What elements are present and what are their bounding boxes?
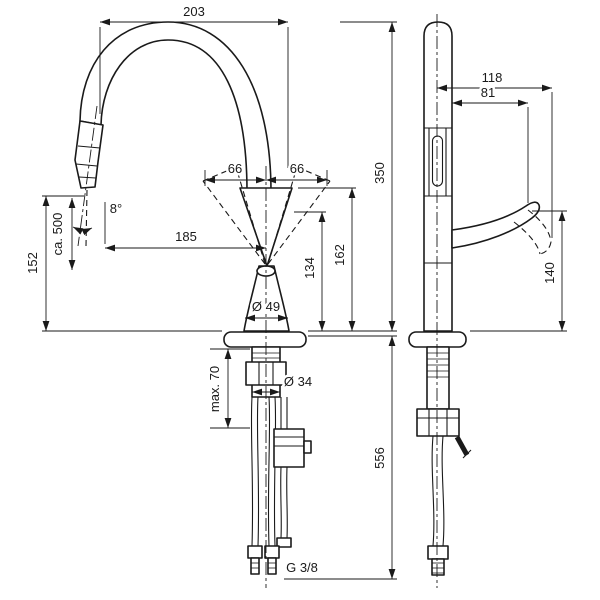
mounting-clamp (416, 408, 472, 459)
dim-hose-length: ca. 500 (48, 198, 76, 270)
spray-head (74, 120, 104, 189)
dim-reach-185-label: 185 (175, 229, 197, 244)
hose-connectors (247, 545, 280, 575)
dim-shank-diameter-label: Ø 34 (284, 374, 312, 389)
dim-spout-reach-label: 203 (183, 4, 205, 19)
spout-tube (79, 21, 272, 193)
dim-swing-right-label: 66 (290, 161, 304, 176)
handle-lever-swing (513, 209, 552, 255)
dim-max-thickness: max. 70 (205, 348, 250, 429)
dimensions-front: 118 81 140 (437, 68, 567, 332)
side-view (74, 21, 331, 588)
handle-lever (451, 201, 541, 249)
dim-body-diameter-label: Ø 49 (252, 299, 280, 314)
dim-swing-left-label: 66 (228, 161, 242, 176)
clamp-screw (454, 435, 470, 457)
dim-reach-185: 185 (104, 202, 266, 252)
front-spray-head (424, 127, 452, 197)
thread-spec-label: G 3/8 (286, 560, 318, 575)
dim-total-height-label: 350 (372, 162, 387, 184)
dim-handle-height: 140 (470, 210, 567, 332)
dim-handle-height-label: 140 (542, 262, 557, 284)
dim-spray-angle: 8° (72, 199, 125, 236)
dim-handle-reach-label: 118 (482, 70, 503, 85)
dim-outlet-height: 152 (23, 195, 222, 332)
dim-handle-proj-label: 81 (481, 85, 495, 100)
spray-vertical-ref (85, 189, 88, 247)
front-hose (427, 435, 449, 576)
dim-height-134: 134 (294, 211, 326, 331)
dim-swing: 66 66 (204, 159, 328, 186)
dim-outlet-height-label: 152 (25, 252, 40, 274)
dim-handle-reach: 118 (437, 68, 553, 238)
dim-max-thickness-label: max. 70 (207, 366, 222, 412)
deck-plate-side (223, 331, 307, 348)
dim-hose-drop: 556 (284, 335, 397, 580)
dim-height-162-label: 162 (332, 244, 347, 266)
dim-spray-angle-label: 8° (110, 201, 122, 216)
dim-body-diameter: Ø 49 (245, 297, 288, 322)
dimensions-side: 203 66 66 185 ca. 500 152 (23, 2, 397, 580)
dim-hose-length-label: ca. 500 (50, 213, 65, 256)
hose-weight (273, 428, 312, 468)
shank-front (426, 346, 450, 410)
dim-spout-reach: 203 (99, 2, 289, 168)
front-body (423, 21, 453, 332)
dim-handle-proj: 81 (452, 83, 529, 203)
dim-total-height: 350 (308, 21, 397, 332)
dim-height-162: 162 (298, 187, 356, 331)
deck-plate-front (408, 331, 467, 348)
dim-height-134-label: 134 (302, 257, 317, 279)
supply-hoses (250, 396, 292, 548)
dim-hose-drop-label: 556 (372, 447, 387, 469)
dim-shank-diameter: Ø 34 (252, 372, 315, 396)
front-view (408, 14, 552, 588)
spray-axis-centerline (77, 105, 98, 247)
